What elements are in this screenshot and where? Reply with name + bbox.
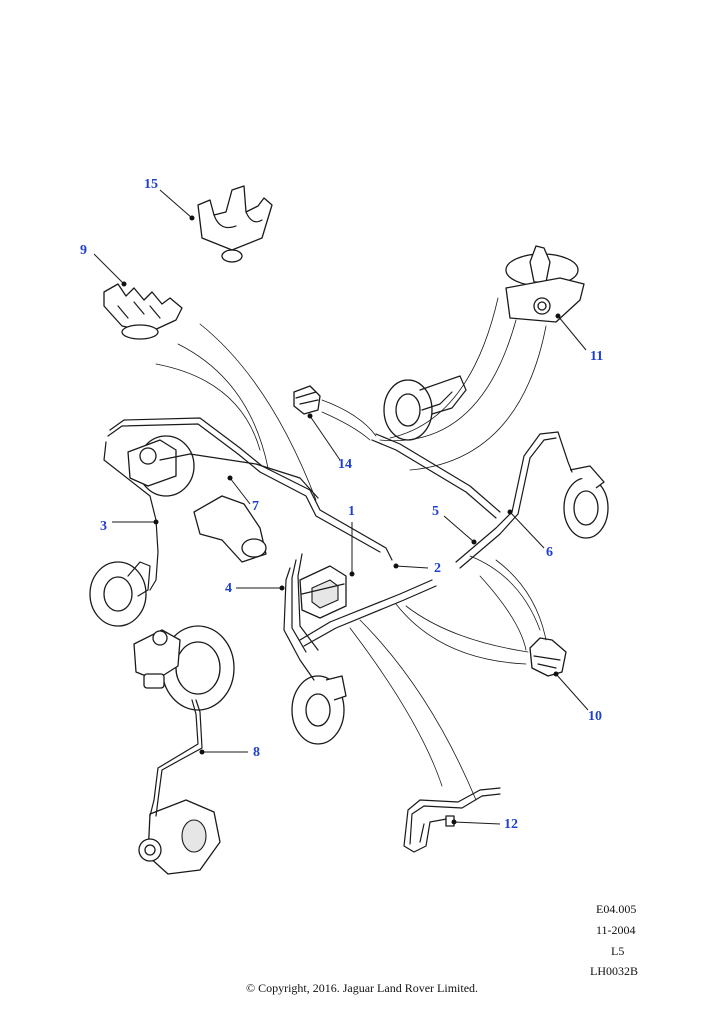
brake-disc-center: [291, 675, 347, 745]
master-cylinder: [133, 625, 235, 711]
part-14-connector: [293, 385, 321, 415]
callout-11: 11: [590, 349, 604, 364]
brake-disc-upper-right: [383, 375, 467, 441]
reference-date: 11-2004: [596, 923, 636, 937]
copyright-notice: © Copyright, 2016. Jaguar Land Rover Lim…: [245, 981, 479, 995]
callout-3: 3: [100, 519, 107, 534]
brake-disc-right-rear: [563, 465, 609, 539]
part-15-pipe-clip: [197, 185, 273, 263]
callout-6: 6: [546, 545, 553, 560]
callout-5: 5: [432, 504, 439, 519]
brake-disc-left-front: [89, 561, 151, 627]
callout-7: 7: [252, 499, 259, 514]
callout-14: 14: [338, 457, 352, 472]
callout-12: 12: [504, 817, 518, 832]
callout-4: 4: [225, 581, 232, 596]
part-7-bracket: [193, 495, 267, 563]
callout-9: 9: [80, 243, 87, 258]
reference-drawing-id: LH0032B: [590, 964, 638, 978]
brake-pipes: [103, 391, 573, 817]
abs-modulator: [299, 565, 347, 619]
callout-10: 10: [588, 709, 602, 724]
callout-2: 2: [434, 561, 441, 576]
body-outline-lines: [155, 297, 547, 801]
reference-level: L5: [611, 944, 625, 958]
vacuum-pump: [138, 799, 221, 875]
callout-1: 1: [348, 504, 355, 519]
part-11-mount: [505, 245, 585, 323]
part-10-clip: [529, 637, 567, 677]
brake-booster-top: [127, 435, 195, 497]
leader-lines: [93, 189, 589, 825]
callout-8: 8: [253, 745, 260, 760]
part-9-pipe-clip: [103, 283, 183, 340]
callout-15: 15: [144, 177, 158, 192]
reference-code: E04.005: [596, 902, 637, 916]
part-12-bracket: [403, 787, 501, 853]
